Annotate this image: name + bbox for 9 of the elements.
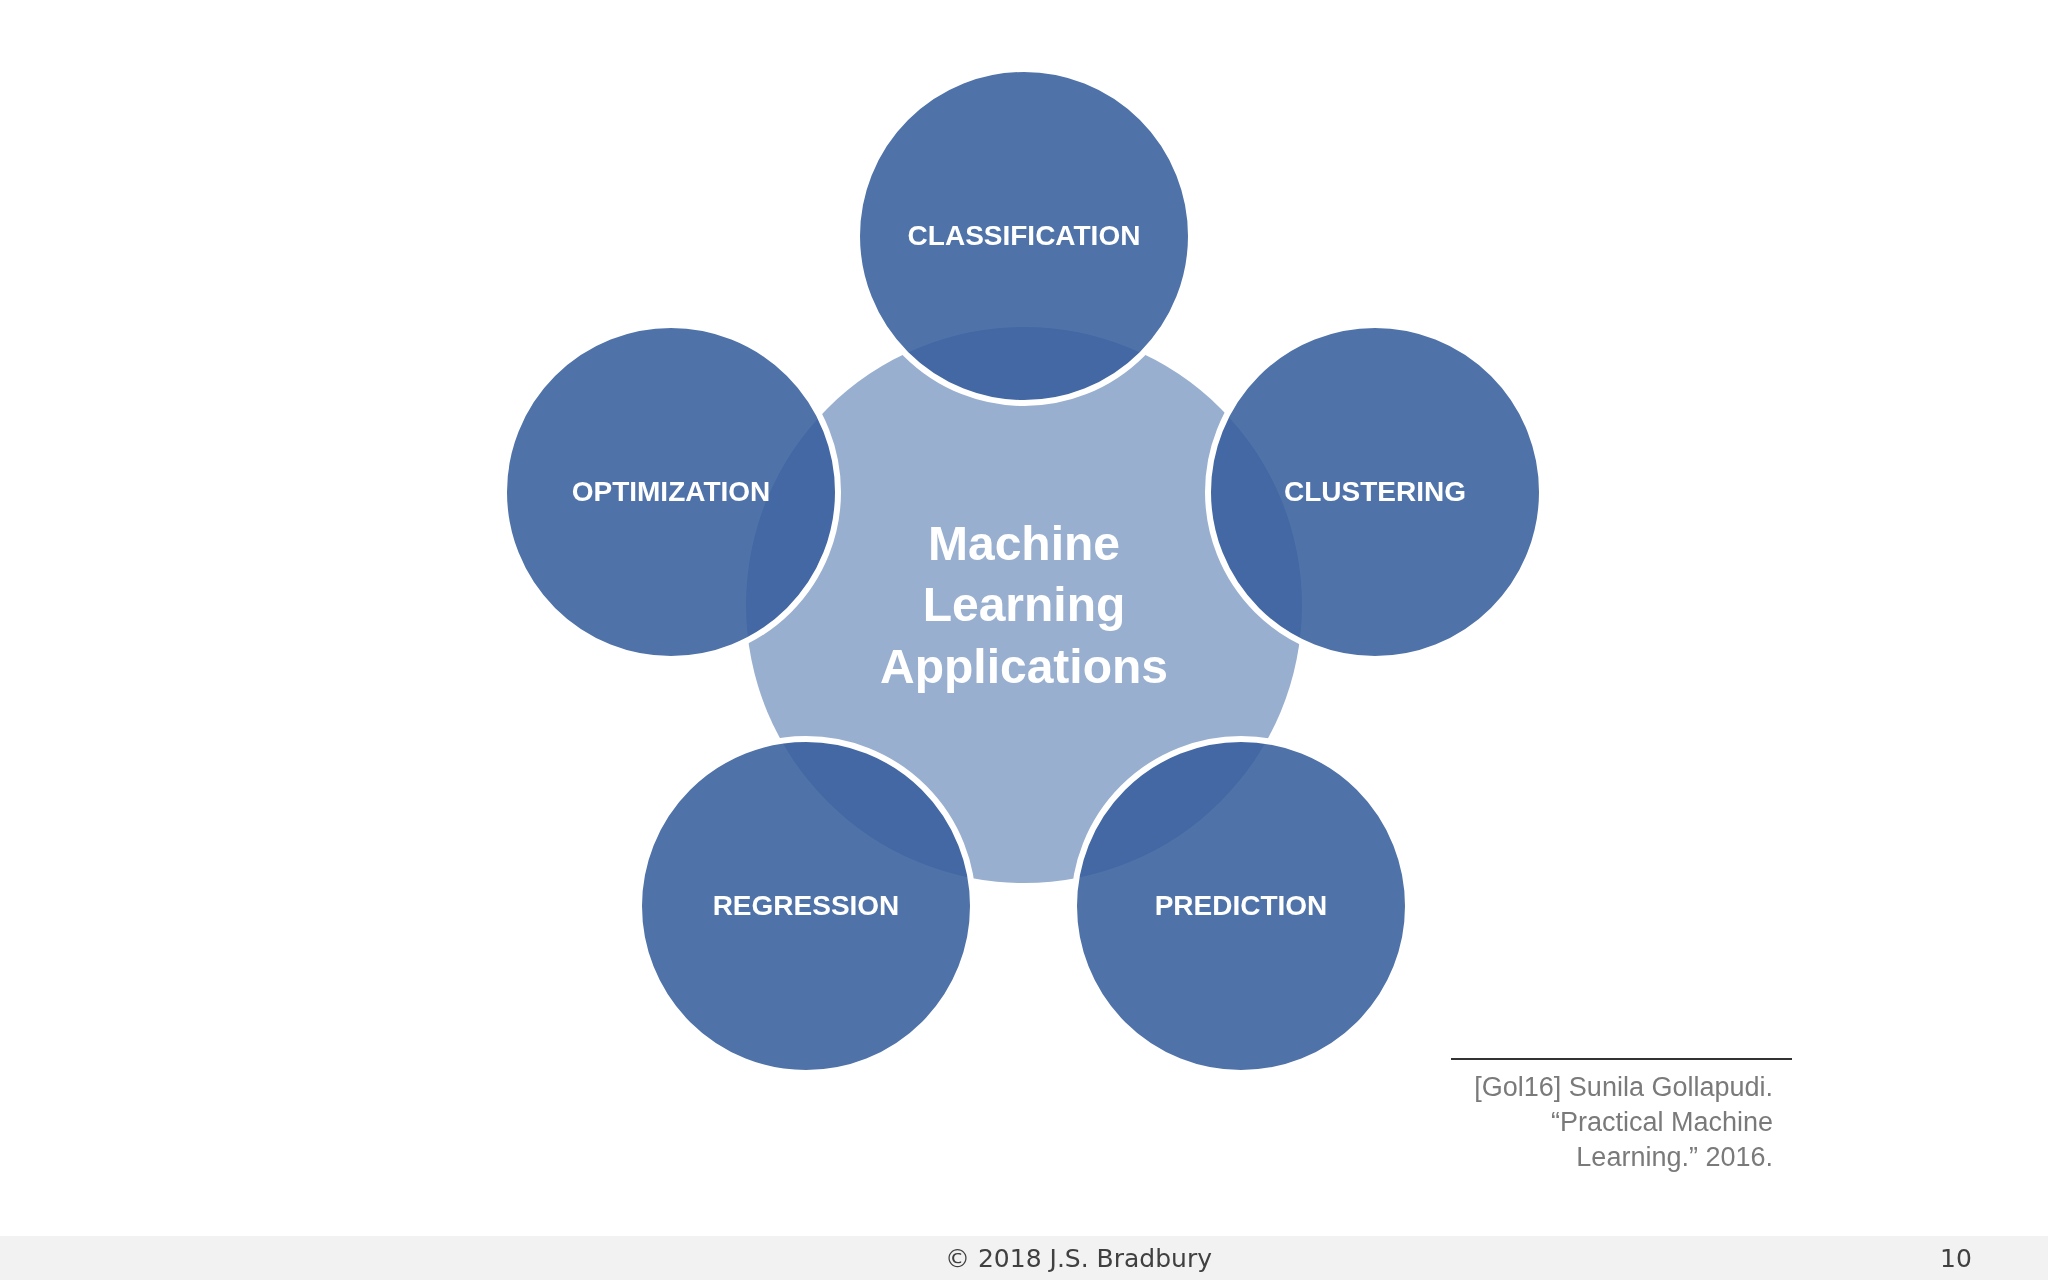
circle-label: REGRESSION: [712, 889, 900, 923]
copyright-text: © 2018 J.S. Bradbury: [945, 1244, 1212, 1273]
circle-label: PREDICTION: [1154, 889, 1328, 923]
circle-label: CLASSIFICATION: [907, 219, 1141, 253]
page-number: 10: [1940, 1244, 1972, 1273]
circle-label: CLUSTERING: [1284, 475, 1466, 509]
center-title: Machine Learning Applications: [879, 515, 1169, 695]
citation-note: [Gol16] Sunila Gollapudi. “Practical Machine Learning.” 2016.: [1473, 1071, 1773, 1174]
circle-label: OPTIMIZATION: [571, 475, 771, 509]
